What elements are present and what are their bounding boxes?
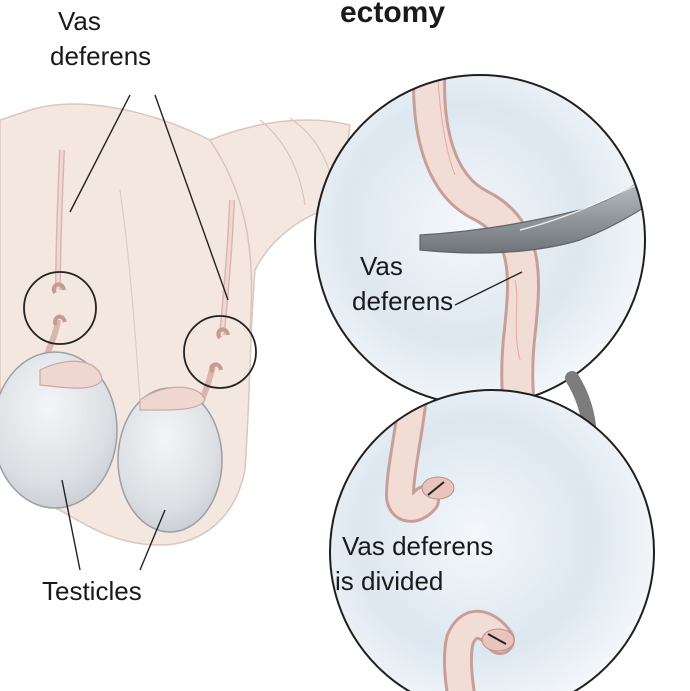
label-vas-divided: Vas deferens is divided bbox=[335, 531, 501, 596]
label-vas-deferens-top: Vas deferens bbox=[50, 6, 151, 71]
label-vas-deferens-inset: Vas deferens bbox=[352, 251, 453, 316]
inset-top: Vas deferens bbox=[314, 74, 646, 406]
incision-circle-right bbox=[183, 315, 257, 389]
leader-line-testicles-left bbox=[61, 479, 81, 571]
title-fragment: ectomy bbox=[340, 0, 445, 29]
leader-line-vas-left bbox=[69, 94, 131, 213]
right-testicle bbox=[117, 386, 223, 533]
inset-bottom: Vas deferens is divided bbox=[329, 389, 655, 691]
left-testicle bbox=[0, 351, 118, 509]
leader-line-vas-right bbox=[154, 94, 229, 301]
leader-line-vas-inset bbox=[454, 271, 523, 306]
leader-line-testicles-right bbox=[139, 509, 166, 571]
label-testicles: Testicles bbox=[42, 576, 142, 606]
incision-circle-left bbox=[23, 271, 97, 345]
